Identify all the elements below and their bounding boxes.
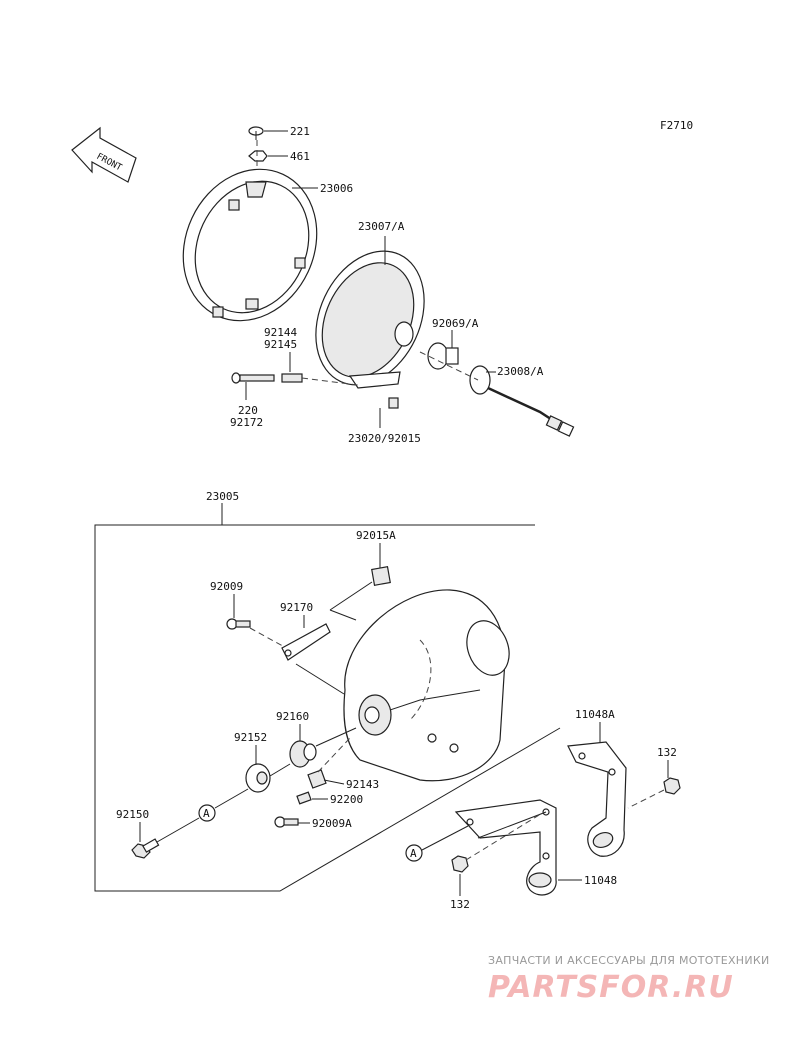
label-220: 220 (238, 404, 258, 417)
headlight-rim-23006 (182, 168, 318, 322)
link-11048-holes (477, 811, 547, 839)
link-washer-grommet (269, 763, 291, 777)
label-221: 221 (290, 125, 310, 138)
label-23006: 23006 (320, 182, 353, 195)
label-92150: 92150 (116, 808, 149, 821)
link-92015a-b (329, 609, 357, 621)
screw-221 (248, 126, 264, 140)
label-92145: 92145 (264, 338, 297, 351)
watermark-site-logo: PARTSFOR.RU (488, 970, 734, 1005)
link-92015a (329, 581, 373, 611)
front-arrow-icon: FRONT (71, 126, 137, 183)
axis-132-bottom (465, 811, 545, 861)
axis-132-top (627, 789, 665, 809)
ref-mark-a-right-label: A (410, 847, 417, 860)
assembly-boundary-23005 (94, 524, 561, 892)
screw-92009a (274, 816, 299, 828)
label-92009: 92009 (210, 580, 243, 593)
nut-461 (248, 150, 268, 162)
link-a-washer (214, 788, 249, 809)
spring-92200 (296, 791, 312, 805)
link-92170 (295, 663, 345, 695)
label-23020-92015: 23020/92015 (348, 432, 421, 445)
figure-code: F2710 (660, 119, 693, 132)
link-a-right (421, 825, 469, 851)
bracket-92170 (281, 623, 331, 661)
label-23005: 23005 (206, 490, 239, 503)
label-92200: 92200 (330, 793, 363, 806)
screw-220 (231, 372, 275, 384)
bolt-92150 (131, 838, 160, 859)
watermark-tagline: ЗАПЧАСТИ И АКСЕССУАРЫ ДЛЯ МОТОТЕХНИКИ (488, 954, 770, 967)
link-grommet-housing (315, 727, 357, 747)
screw-92009 (226, 618, 251, 630)
nut-23020 (388, 397, 399, 409)
label-23007a: 23007/A (358, 220, 405, 233)
grommet-92160 (289, 740, 317, 768)
nut-92015a (371, 566, 391, 586)
axis-bulb (419, 351, 479, 381)
label-11048a: 11048A (575, 708, 615, 721)
washer-92152 (245, 763, 271, 793)
label-23008a: 23008/A (497, 365, 544, 378)
label-92009a: 92009A (312, 817, 352, 830)
label-92069a: 92069/A (432, 317, 479, 330)
label-92015a: 92015A (356, 529, 396, 542)
label-92152: 92152 (234, 731, 267, 744)
ref-mark-a-left: A (198, 804, 216, 822)
bracket-11048a (567, 741, 627, 857)
socket-23008a (469, 365, 575, 437)
headlight-unit-23007a (315, 250, 425, 389)
label-11048: 11048 (584, 874, 617, 887)
bulb-92069a (427, 342, 459, 370)
link-a-bolt (149, 817, 200, 847)
axis-92143 (317, 737, 351, 773)
label-92170: 92170 (280, 601, 313, 614)
leader-92143 (323, 779, 345, 785)
label-92143: 92143 (346, 778, 379, 791)
spring-92145 (281, 373, 303, 383)
label-92172: 92172 (230, 416, 263, 429)
collar-92143 (307, 769, 327, 789)
label-92160: 92160 (276, 710, 309, 723)
bolt-132-top (663, 777, 681, 795)
bolt-132-bottom (451, 855, 469, 873)
label-92144: 92144 (264, 326, 297, 339)
ref-mark-a-left-label: A (203, 807, 210, 820)
label-132-top: 132 (657, 746, 677, 759)
label-132-bottom: 132 (450, 898, 470, 911)
label-461: 461 (290, 150, 310, 163)
headlight-housing (343, 589, 510, 782)
axis-92009 (249, 627, 291, 651)
ref-mark-a-right: A (405, 844, 423, 862)
